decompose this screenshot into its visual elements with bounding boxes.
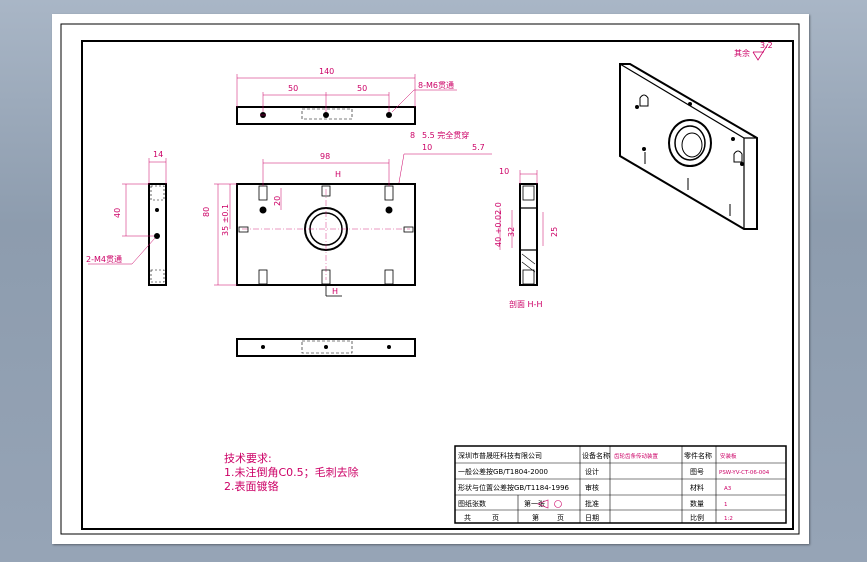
tb-std1: 一般公差按GB/T1804-2000 bbox=[458, 467, 548, 476]
isometric-view bbox=[619, 63, 758, 230]
tb-drawing-value: PSW-YV-CT-06-004 bbox=[719, 470, 770, 476]
dim-front-height: 80 bbox=[202, 207, 211, 217]
tb-sheets-label: 图纸张数 bbox=[458, 499, 486, 508]
tb-qty-value: 1 bbox=[724, 502, 728, 508]
tb-page2: 页 bbox=[557, 514, 564, 522]
svg-text:5.5 完全贯穿: 5.5 完全贯穿 bbox=[422, 130, 469, 140]
front-view: 98 H 20 80 35 ±0.1 H bbox=[202, 152, 416, 297]
dim-front-v1: 20 bbox=[273, 196, 282, 206]
tb-std2: 形状与位置公差按GB/T1184-1996 bbox=[458, 483, 570, 492]
dim-sec-d1: 40 +0.02 0 bbox=[494, 202, 503, 247]
dim-top-right: 50 bbox=[357, 84, 367, 93]
dim-sec-d3: 25 bbox=[550, 227, 559, 237]
dim-top-left: 50 bbox=[288, 84, 298, 93]
dim-top-total: 140 bbox=[319, 67, 334, 76]
tb-check-label: 审核 bbox=[585, 483, 599, 492]
bottom-view bbox=[236, 338, 416, 357]
drawing-sheet: 其余 3.2 140 50 50 8-M6贯通 8 5.5 完全贯穿 10 5.… bbox=[52, 14, 809, 544]
tb-of: 第 bbox=[532, 513, 539, 522]
technical-drawing: 其余 3.2 140 50 50 8-M6贯通 8 5.5 完全贯穿 10 5.… bbox=[60, 23, 800, 535]
left-view: 14 40 2-M4贯通 bbox=[86, 150, 167, 286]
section-title: 剖面 H-H bbox=[509, 299, 542, 309]
tb-page: 页 bbox=[492, 514, 499, 522]
outer-frame bbox=[60, 23, 800, 535]
roughness-label: 其余 bbox=[734, 48, 750, 58]
roughness-value: 3.2 bbox=[760, 41, 773, 50]
dim-front-tol: 35 ±0.1 bbox=[221, 204, 230, 236]
tb-design-label: 设计 bbox=[585, 467, 599, 476]
dim-sec-w: 10 bbox=[499, 167, 509, 176]
tb-part-name-label: 零件名称 bbox=[684, 451, 712, 460]
tech-req-title: 技术要求: bbox=[224, 452, 272, 465]
tb-material-value: A3 bbox=[724, 486, 732, 492]
tb-part-name-value: 安装板 bbox=[720, 452, 737, 460]
inner-frame bbox=[81, 40, 794, 530]
tb-date-label: 日期 bbox=[585, 514, 599, 522]
section-mark-bottom: H bbox=[332, 287, 338, 296]
projection-symbol-icon bbox=[537, 499, 562, 509]
tech-req-line1: 1.未注倒角C0.5；毛刺去除 bbox=[224, 465, 359, 479]
svg-text:5.7: 5.7 bbox=[472, 143, 485, 152]
tb-equip-label: 设备名称 bbox=[582, 451, 610, 460]
dim-left-w: 14 bbox=[153, 150, 163, 159]
section-mark-top: H bbox=[335, 170, 341, 179]
tb-company: 深圳市普晟旺科技有限公司 bbox=[458, 451, 542, 460]
tb-drawing-label: 图号 bbox=[690, 468, 704, 476]
dim-top-thread: 8-M6贯通 bbox=[418, 80, 454, 90]
tb-sheet-count: 第一张 bbox=[524, 499, 545, 508]
top-view: 140 50 50 8-M6贯通 bbox=[236, 67, 457, 125]
section-view: 10 40 +0.02 0 32 25 剖面 H-H bbox=[494, 167, 559, 309]
dim-sec-d2: 32 bbox=[507, 227, 516, 237]
tb-total: 共 bbox=[464, 513, 471, 522]
tech-req-line2: 2.表面镀铬 bbox=[224, 479, 279, 493]
tb-equip-value: 齿轮齿条传动装置 bbox=[614, 452, 659, 460]
svg-text:8: 8 bbox=[410, 131, 415, 140]
dim-left-h: 40 bbox=[113, 208, 122, 218]
tb-scale-value: 1:2 bbox=[724, 516, 733, 522]
svg-text:10: 10 bbox=[422, 143, 432, 152]
roughness-symbol-icon bbox=[752, 43, 769, 61]
dim-front-h1: 98 bbox=[320, 152, 330, 161]
title-block: 深圳市普晟旺科技有限公司 一般公差按GB/T1804-2000 形状与位置公差按… bbox=[454, 445, 787, 524]
tb-approve-label: 批准 bbox=[585, 499, 599, 508]
tb-qty-label: 数量 bbox=[690, 499, 704, 508]
tb-material-label: 材料 bbox=[690, 483, 704, 492]
tb-scale-label: 比例 bbox=[690, 513, 704, 522]
dim-left-thread: 2-M4贯通 bbox=[86, 254, 122, 264]
